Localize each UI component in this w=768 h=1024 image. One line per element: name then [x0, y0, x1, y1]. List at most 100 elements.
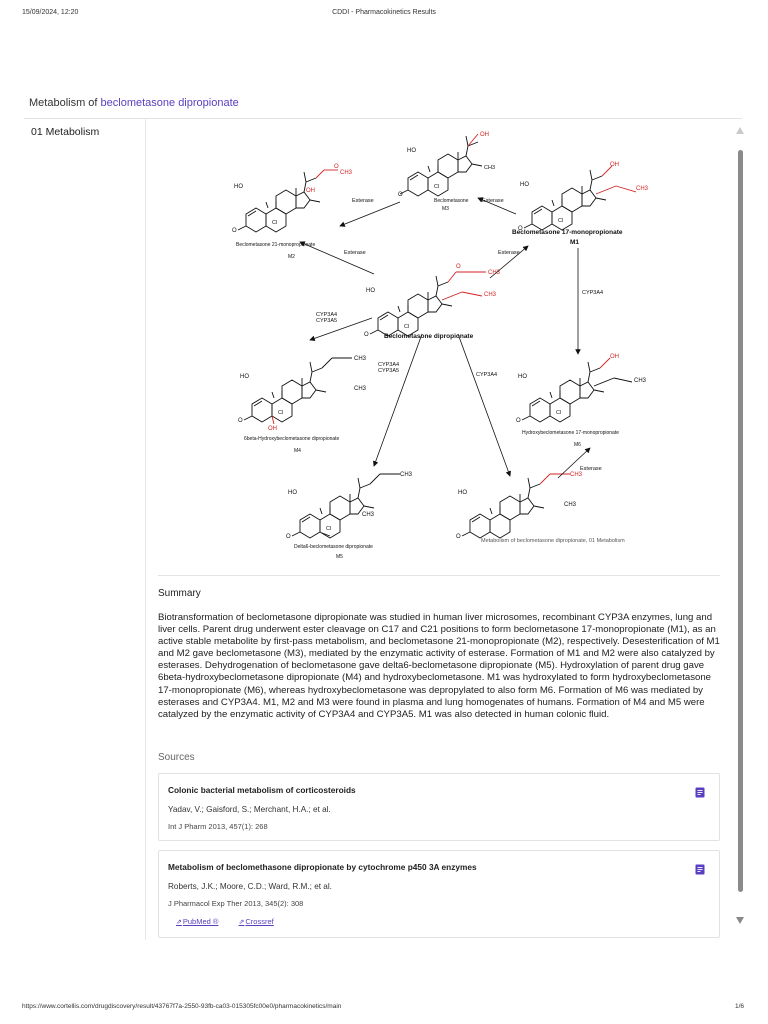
m3-name: Beclometasone — [434, 198, 469, 204]
m4-ch3-a: CH3 — [354, 356, 367, 362]
pubmed-link-label: PubMed ® — [182, 917, 219, 926]
metabolism-diagram: OH HO O Cl CH3 Beclometasone M3 O CH3 OH… — [232, 132, 649, 560]
parent-ester-o: O — [456, 264, 461, 270]
m5-ch3-b: CH3 — [362, 512, 375, 518]
source-card: Colonic bacterial metabolism of corticos… — [158, 773, 720, 841]
document-icon[interactable] — [695, 787, 705, 798]
compound-m6: OH CH3 HO O Cl Hydroxybeclometasone 17-m… — [516, 354, 647, 448]
arrow-parent-to-m5 — [373, 333, 423, 467]
m2-ester-o: O — [334, 164, 339, 170]
page-title-prefix: Metabolism of — [29, 97, 101, 109]
source-journal: Int J Pharm 2013, 457(1): 268 — [168, 822, 268, 831]
int-ch3-b: CH3 — [564, 502, 577, 508]
parent-ho: HO — [366, 288, 375, 294]
compound-m5: CH3 CH3 HO O Cl Delta6-beclometasone dip… — [286, 472, 413, 560]
m4-name: 6beta-Hydroxybeclometasone dipropionate — [244, 436, 340, 442]
source-title[interactable]: Metabolism of beclomethasone dipropionat… — [168, 862, 477, 872]
arrow-parent-to-m1 — [489, 245, 529, 279]
enzyme-label-esterase-1: Esterase — [352, 198, 374, 204]
crossref-link-label: Crossref — [245, 917, 274, 926]
enzyme-label-cyp3a4-m4: CYP3A4 — [316, 312, 337, 318]
summary-title: Summary — [158, 588, 201, 599]
m2-o: O — [232, 228, 237, 234]
top-divider — [24, 118, 742, 119]
parent-name: Beclometasone dipropionate — [384, 333, 474, 340]
m5-ho: HO — [288, 490, 297, 496]
int-ch3-a: CH3 — [570, 472, 583, 478]
enzyme-label-cyp3a5-m4: CYP3A5 — [316, 318, 337, 324]
source-journal: J Pharmacol Exp Ther 2013, 345(2): 308 — [168, 899, 304, 908]
m6-name: Hydroxybeclometasone 17-monopropionate — [522, 430, 619, 436]
print-page-number: 1/6 — [734, 1003, 744, 1010]
source-authors: Roberts, J.K.; Moore, C.D.; Ward, R.M.; … — [168, 882, 332, 891]
scroll-up-arrow-icon[interactable] — [736, 127, 744, 134]
crossref-link[interactable]: ⇗Crossref — [239, 917, 274, 926]
enzyme-label-cyp3a4-m1: CYP3A4 — [582, 290, 603, 296]
scroll-down-arrow-icon[interactable] — [736, 917, 744, 924]
m1-ch3: CH3 — [636, 186, 649, 192]
external-link-icon: ⇗ — [176, 919, 182, 926]
m3-cl: Cl — [434, 184, 439, 190]
drug-link[interactable]: beclometasone dipropionate — [100, 97, 239, 109]
compound-hydroxy-intermediate: CH3 CH3 HO O — [456, 472, 583, 540]
m6-id: M6 — [574, 442, 581, 448]
m3-id: M3 — [442, 206, 449, 212]
m4-ho: HO — [240, 374, 249, 380]
m3-ho: HO — [407, 148, 416, 154]
compound-m4: OH CH3 CH3 HO O Cl 6beta-Hydroxybeclomet… — [238, 356, 367, 454]
m6-ch3: CH3 — [634, 378, 647, 384]
compound-m2: O CH3 OH HO O Cl Beclometasone 21-monopr… — [232, 164, 353, 260]
m2-oh: OH — [306, 188, 315, 194]
m5-ch3-a: CH3 — [400, 472, 413, 478]
enzyme-label-cyp3a4-m5: CYP3A4 — [378, 362, 399, 368]
m1-cl: Cl — [558, 218, 563, 224]
page-title: Metabolism of beclometasone dipropionate — [29, 97, 239, 109]
m2-id: M2 — [288, 254, 295, 260]
m1-o: O — [518, 226, 523, 232]
print-title: CDDI - Pharmacokinetics Results — [332, 9, 436, 16]
m5-id: M5 — [336, 554, 343, 560]
compound-m1: OH CH3 HO O Cl Beclometasone 17-monoprop… — [512, 162, 649, 246]
arrow-parent-to-m4 — [309, 317, 373, 342]
source-card: Metabolism of beclomethasone dipropionat… — [158, 850, 720, 938]
m4-ch3-b: CH3 — [354, 386, 367, 392]
sources-title: Sources — [158, 752, 195, 763]
m6-cl: Cl — [556, 410, 561, 416]
m2-name: Beclometasone 21-monopropionate — [236, 242, 315, 248]
source-links: ⇗PubMed ® ⇗Crossref — [176, 917, 292, 926]
print-date: 15/09/2024, 12:20 — [22, 9, 79, 16]
source-title[interactable]: Colonic bacterial metabolism of corticos… — [168, 785, 356, 795]
m6-o: O — [516, 418, 521, 424]
section-divider — [145, 118, 146, 940]
compound-m3: OH HO O Cl CH3 Beclometasone M3 — [398, 132, 495, 212]
arrow-m2-to-m3 — [339, 201, 401, 227]
compound-parent: O CH3 CH3 HO O Cl Beclometasone dipropio… — [364, 264, 501, 340]
arrow-parent-to-intermediate — [457, 333, 511, 477]
external-link-icon: ⇗ — [238, 919, 245, 926]
int-o: O — [456, 534, 461, 540]
m1-name: Beclometasone 17-monopropionate — [512, 229, 623, 236]
enzyme-label-cyp3a4-int: CYP3A4 — [476, 372, 497, 378]
m3-o: O — [398, 192, 403, 198]
m4-cl: Cl — [278, 410, 283, 416]
m3-ch3: CH3 — [484, 165, 495, 171]
enzyme-label-esterase-m6: Esterase — [580, 466, 602, 472]
figure-caption: Metabolism of beclometasone dipropionate… — [481, 538, 625, 544]
enzyme-label-cyp3a5-m5: CYP3A5 — [378, 368, 399, 374]
m5-name: Delta6-beclometasone dipropionate — [294, 544, 373, 550]
parent-ch3-a: CH3 — [488, 270, 501, 276]
section-label: 01 Metabolism — [31, 126, 100, 138]
m1-ho: HO — [520, 182, 529, 188]
enzyme-label-esterase-4: Esterase — [498, 250, 520, 256]
m5-o: O — [286, 534, 291, 540]
int-ho: HO — [458, 490, 467, 496]
m4-id: M4 — [294, 448, 301, 454]
m2-ho: HO — [234, 184, 243, 190]
scrollbar-thumb[interactable] — [738, 150, 743, 892]
m4-oh: OH — [268, 426, 277, 432]
document-icon[interactable] — [695, 864, 705, 875]
parent-o: O — [364, 332, 369, 338]
pubmed-link[interactable]: ⇗PubMed ® — [176, 917, 218, 926]
parent-cl: Cl — [404, 324, 409, 330]
source-authors: Yadav, V.; Gaisford, S.; Merchant, H.A.;… — [168, 805, 331, 814]
